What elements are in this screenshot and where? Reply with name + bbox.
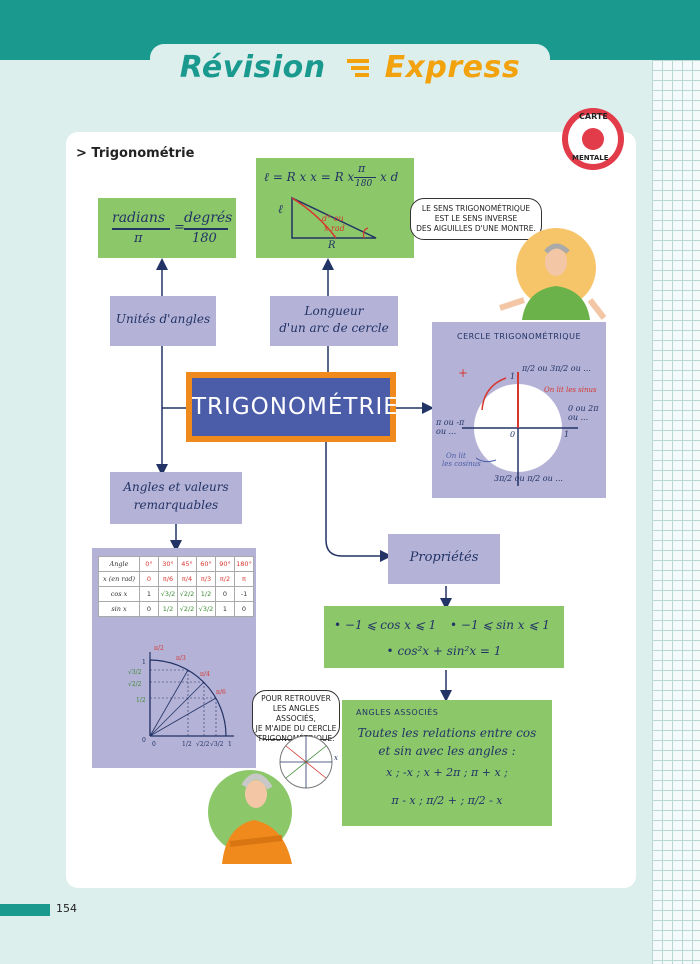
- arc-formula: ℓ = R x x = R x: [264, 170, 355, 184]
- bubble1-line3: DES AIGUILLES D'UNE MONTRE.: [416, 224, 536, 233]
- arc-label-box: Longueur d'un arc de cercle: [270, 296, 398, 346]
- graph-label: π/3: [176, 655, 186, 662]
- units-num-left: radians: [112, 210, 166, 226]
- graph-label: 1/2: [136, 697, 146, 704]
- graph-label: π/2: [154, 645, 164, 652]
- arc-label-line1: Longueur: [304, 304, 364, 318]
- angles-label-line1: Angles et valeurs: [123, 480, 229, 494]
- speech-bubble-sens: LE SENS TRIGONOMÉTRIQUE EST LE SENS INVE…: [410, 198, 542, 240]
- title-tab: [150, 44, 550, 104]
- graph-label: 1/2: [182, 741, 192, 748]
- properties-line2: • cos²x + sin²x = 1: [386, 644, 502, 658]
- table-cell: 1/2: [158, 601, 178, 617]
- arc-ell: ℓ: [278, 202, 283, 216]
- arc-triangle-diagram: [291, 196, 377, 239]
- circle-right-one: 1: [564, 430, 570, 439]
- circle-top-label: π/2 ou 3π/2 ou ...: [522, 364, 591, 373]
- grid-margin: [652, 60, 700, 964]
- arc-frac-num: π: [358, 162, 366, 175]
- graph-label: √2/2: [128, 681, 142, 688]
- table-cell: 0: [234, 601, 254, 617]
- circle-origin: 0: [510, 430, 516, 439]
- table-row: cos x 1 √3/2 √2/2 1/2 0 -1: [98, 586, 254, 602]
- circle-title: CERCLE TRIGONOMÉTRIQUE: [457, 332, 581, 341]
- circle-bottom-label: 3π/2 ou π/2 ou ...: [494, 474, 563, 483]
- svg-text:x: x: [334, 754, 338, 762]
- table-header-row: Angle 0° 30° 45° 60° 90° 180°: [98, 556, 254, 572]
- main-node: TRIGONOMÉTRIE: [186, 372, 399, 442]
- arc-angle-line1: d° ou: [322, 214, 344, 223]
- section-heading: > Trigonométrie: [76, 146, 195, 161]
- circle-note-cos-2: les cosinus: [442, 460, 481, 468]
- properties-formula-box: • −1 ⩽ cos x ⩽ 1 • −1 ⩽ sin x ⩽ 1 • cos²…: [324, 606, 564, 668]
- units-num-right: degrés: [184, 210, 233, 226]
- properties-label: Propriétés: [409, 550, 479, 565]
- graph-label: √3/2: [128, 669, 142, 676]
- page-number: 154: [56, 902, 77, 915]
- properties-line1-b: • −1 ⩽ sin x ⩽ 1: [450, 618, 550, 632]
- bubble2-line1: POUR RETROUVER: [261, 694, 331, 703]
- arc-frac-den: 180: [355, 179, 373, 189]
- properties-line1-a: • −1 ⩽ cos x ⩽ 1: [334, 618, 437, 632]
- page-title: Révision Express: [0, 50, 700, 85]
- arc-formula-tail: x d: [380, 170, 399, 184]
- graph-label: √2/2: [196, 741, 210, 748]
- graph-label: 1: [142, 659, 146, 666]
- arc-angle-line2: x rad: [324, 224, 345, 233]
- units-den-right: 180: [192, 231, 217, 246]
- properties-label-box: Propriétés: [388, 534, 500, 584]
- trig-circle-diagram: [462, 372, 578, 486]
- units-den-left: π: [134, 231, 143, 246]
- stamp-text-2: MENTALE: [572, 154, 609, 162]
- associated-line2: et sin avec les angles :: [378, 744, 516, 758]
- bubble2-line2: LES ANGLES ASSOCIÉS,: [272, 704, 320, 723]
- bubble1-line2: EST LE SENS INVERSE: [434, 214, 518, 223]
- graph-label: √3/2: [210, 741, 224, 748]
- page-number-bar: [0, 904, 50, 916]
- angles-table: Angle 0° 30° 45° 60° 90° 180° x (en rad)…: [98, 556, 254, 617]
- main-node-label: TRIGONOMÉTRIE: [192, 394, 399, 420]
- angles-label-line2: remarquables: [133, 498, 219, 512]
- circle-note-sin: On lit les sinus: [544, 386, 597, 394]
- title-part2: Express: [384, 50, 521, 85]
- arc-formula-box: ℓ = R x x = R x π 180 x d ℓ d° ou x rad …: [256, 158, 414, 258]
- associated-line3: x ; -x ; x + 2π ; π + x ;: [386, 766, 508, 779]
- title-part1: Révision: [179, 50, 326, 85]
- graph-label: 0: [142, 737, 146, 744]
- table-row: sin x 0 1/2 √2/2 √3/2 1 0: [98, 601, 254, 617]
- graph-label: π/4: [200, 671, 210, 678]
- associated-title: ANGLES ASSOCIÉS: [356, 708, 439, 717]
- circle-plus: +: [458, 366, 469, 380]
- graph-label: 0: [152, 741, 156, 748]
- circle-top-one: 1: [510, 372, 516, 381]
- arc-radius: R: [328, 240, 336, 251]
- carte-mentale-stamp: CARTE MENTALE: [562, 108, 624, 170]
- angles-label-box: Angles et valeurs remarquables: [110, 472, 242, 524]
- units-equals: =: [174, 220, 185, 235]
- arc-label-line2: d'un arc de cercle: [279, 321, 389, 335]
- bubble1-line1: LE SENS TRIGONOMÉTRIQUE: [421, 204, 531, 213]
- circle-left-label: π ou -π ou ...: [436, 418, 465, 436]
- graph-label: 1: [228, 741, 232, 748]
- circle-box: CERCLE TRIGONOMÉTRIQUE + π/2 ou 3π/2 ou …: [432, 322, 606, 498]
- associated-line1: Toutes les relations entre cos: [357, 726, 537, 740]
- stamp-text-1: CARTE: [579, 112, 608, 121]
- speech-bubble-angles: POUR RETROUVER LES ANGLES ASSOCIÉS, JE M…: [252, 690, 340, 743]
- associated-angles-box: ANGLES ASSOCIÉS Toutes les relations ent…: [342, 700, 552, 826]
- bubble2-line3: JE M'AIDE DU CERCLE: [255, 724, 337, 733]
- circle-right-label: 0 ou 2π ou ...: [568, 404, 599, 422]
- circle-note-cos-1: On lit: [446, 452, 466, 460]
- speed-lines-icon: [346, 59, 369, 77]
- units-formula-box: radians π = degrés 180: [98, 198, 236, 258]
- graph-label: π/6: [216, 689, 226, 696]
- units-label-box: Unités d'angles: [110, 296, 216, 346]
- units-label: Unités d'angles: [115, 312, 211, 326]
- associated-line4: π - x ; π/2 + ; π/2 - x: [391, 794, 503, 807]
